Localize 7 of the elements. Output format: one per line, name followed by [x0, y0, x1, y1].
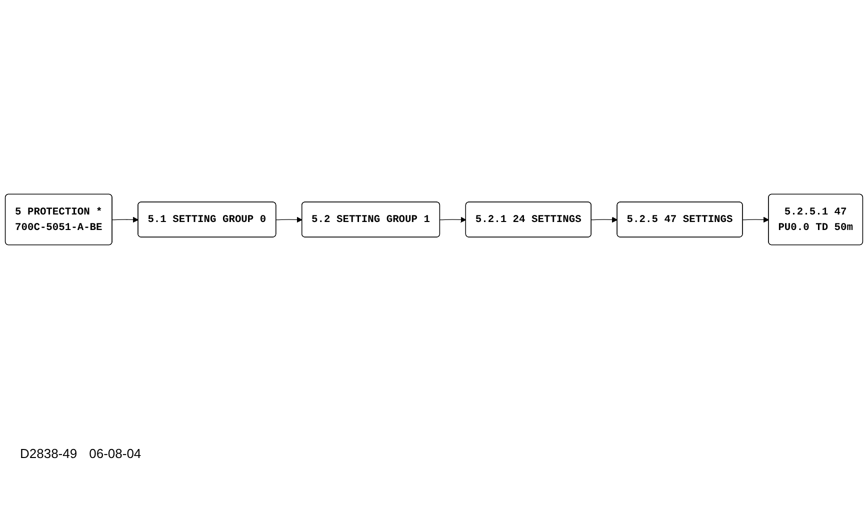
arrow: [276, 217, 302, 224]
arrow: [742, 217, 770, 224]
arrow: [591, 217, 618, 224]
arrow: [112, 217, 139, 224]
drawing-number: D2838-49: [20, 446, 78, 461]
arrow: [440, 217, 466, 224]
drawing-number: 06-08-04: [89, 446, 142, 461]
